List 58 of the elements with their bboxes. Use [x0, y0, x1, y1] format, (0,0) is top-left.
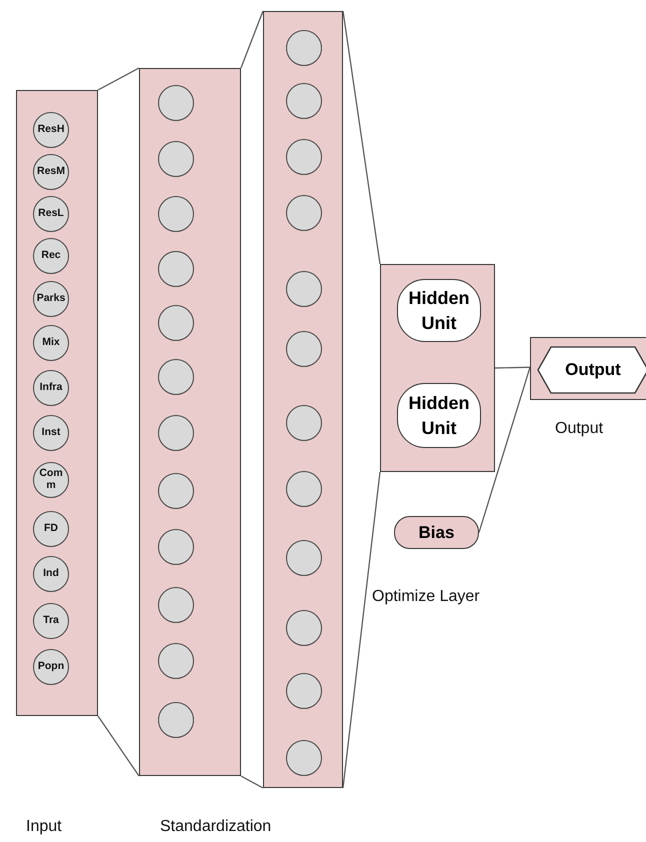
neuron-circle — [286, 83, 322, 119]
input-neuron: FD — [33, 511, 69, 547]
neuron-circle — [158, 529, 194, 565]
input-neuron: Infra — [33, 370, 69, 406]
input-neuron: ResH — [33, 112, 69, 148]
input-neuron: Popn — [33, 649, 69, 685]
neuron-circle — [286, 540, 322, 576]
output-hexagon: Output — [537, 346, 646, 394]
neuron-circle — [286, 740, 322, 776]
neuron-circle — [158, 251, 194, 287]
neuron-circle — [286, 405, 322, 441]
neuron-circle — [158, 359, 194, 395]
input-neuron: ResL — [33, 196, 69, 232]
layer-panel — [263, 11, 343, 788]
neuron-circle — [286, 139, 322, 175]
input-neuron: Mix — [33, 325, 69, 361]
connector-line — [342, 10, 381, 264]
layer-panel — [380, 264, 495, 472]
neuron-circle — [158, 141, 194, 177]
neuron-circle — [158, 415, 194, 451]
neuron-circle — [158, 305, 194, 341]
connector-line — [240, 775, 264, 789]
neuron-circle — [286, 331, 322, 367]
hidden-unit: Hidden Unit — [397, 279, 481, 342]
neuron-circle — [158, 643, 194, 679]
neuron-circle — [286, 30, 322, 66]
neuron-circle — [158, 702, 194, 738]
input-neuron: Ind — [33, 556, 69, 592]
layer-caption: Output — [555, 420, 604, 438]
layer-panel — [139, 68, 241, 776]
hidden-unit: Hidden Unit — [397, 383, 481, 448]
layer-caption: Optimize Layer — [372, 588, 480, 606]
bias-node: Bias — [394, 516, 479, 549]
neuron-circle — [286, 610, 322, 646]
input-neuron: ResM — [33, 154, 69, 190]
neuron-circle — [286, 271, 322, 307]
connector-line — [494, 366, 530, 369]
connector-line — [478, 367, 531, 533]
layer-caption: Standardization — [160, 818, 272, 836]
layer-caption: Input — [26, 818, 62, 836]
connector-line — [98, 716, 140, 776]
layer-panel — [530, 337, 646, 400]
neuron-circle — [286, 195, 322, 231]
neuron-circle — [158, 85, 194, 121]
input-neuron: Tra — [33, 603, 69, 639]
neuron-circle — [158, 587, 194, 623]
connector-line — [98, 67, 140, 91]
neuron-circle — [286, 471, 322, 507]
input-neuron: Parks — [33, 281, 69, 317]
neuron-circle — [286, 673, 322, 709]
input-neuron: Comm — [33, 462, 69, 498]
neuron-circle — [158, 196, 194, 232]
connector-line — [240, 10, 264, 68]
connector-line — [342, 472, 381, 788]
input-neuron: Rec — [33, 238, 69, 274]
neuron-circle — [158, 473, 194, 509]
layer-panel — [16, 90, 98, 716]
input-neuron: Inst — [33, 415, 69, 451]
